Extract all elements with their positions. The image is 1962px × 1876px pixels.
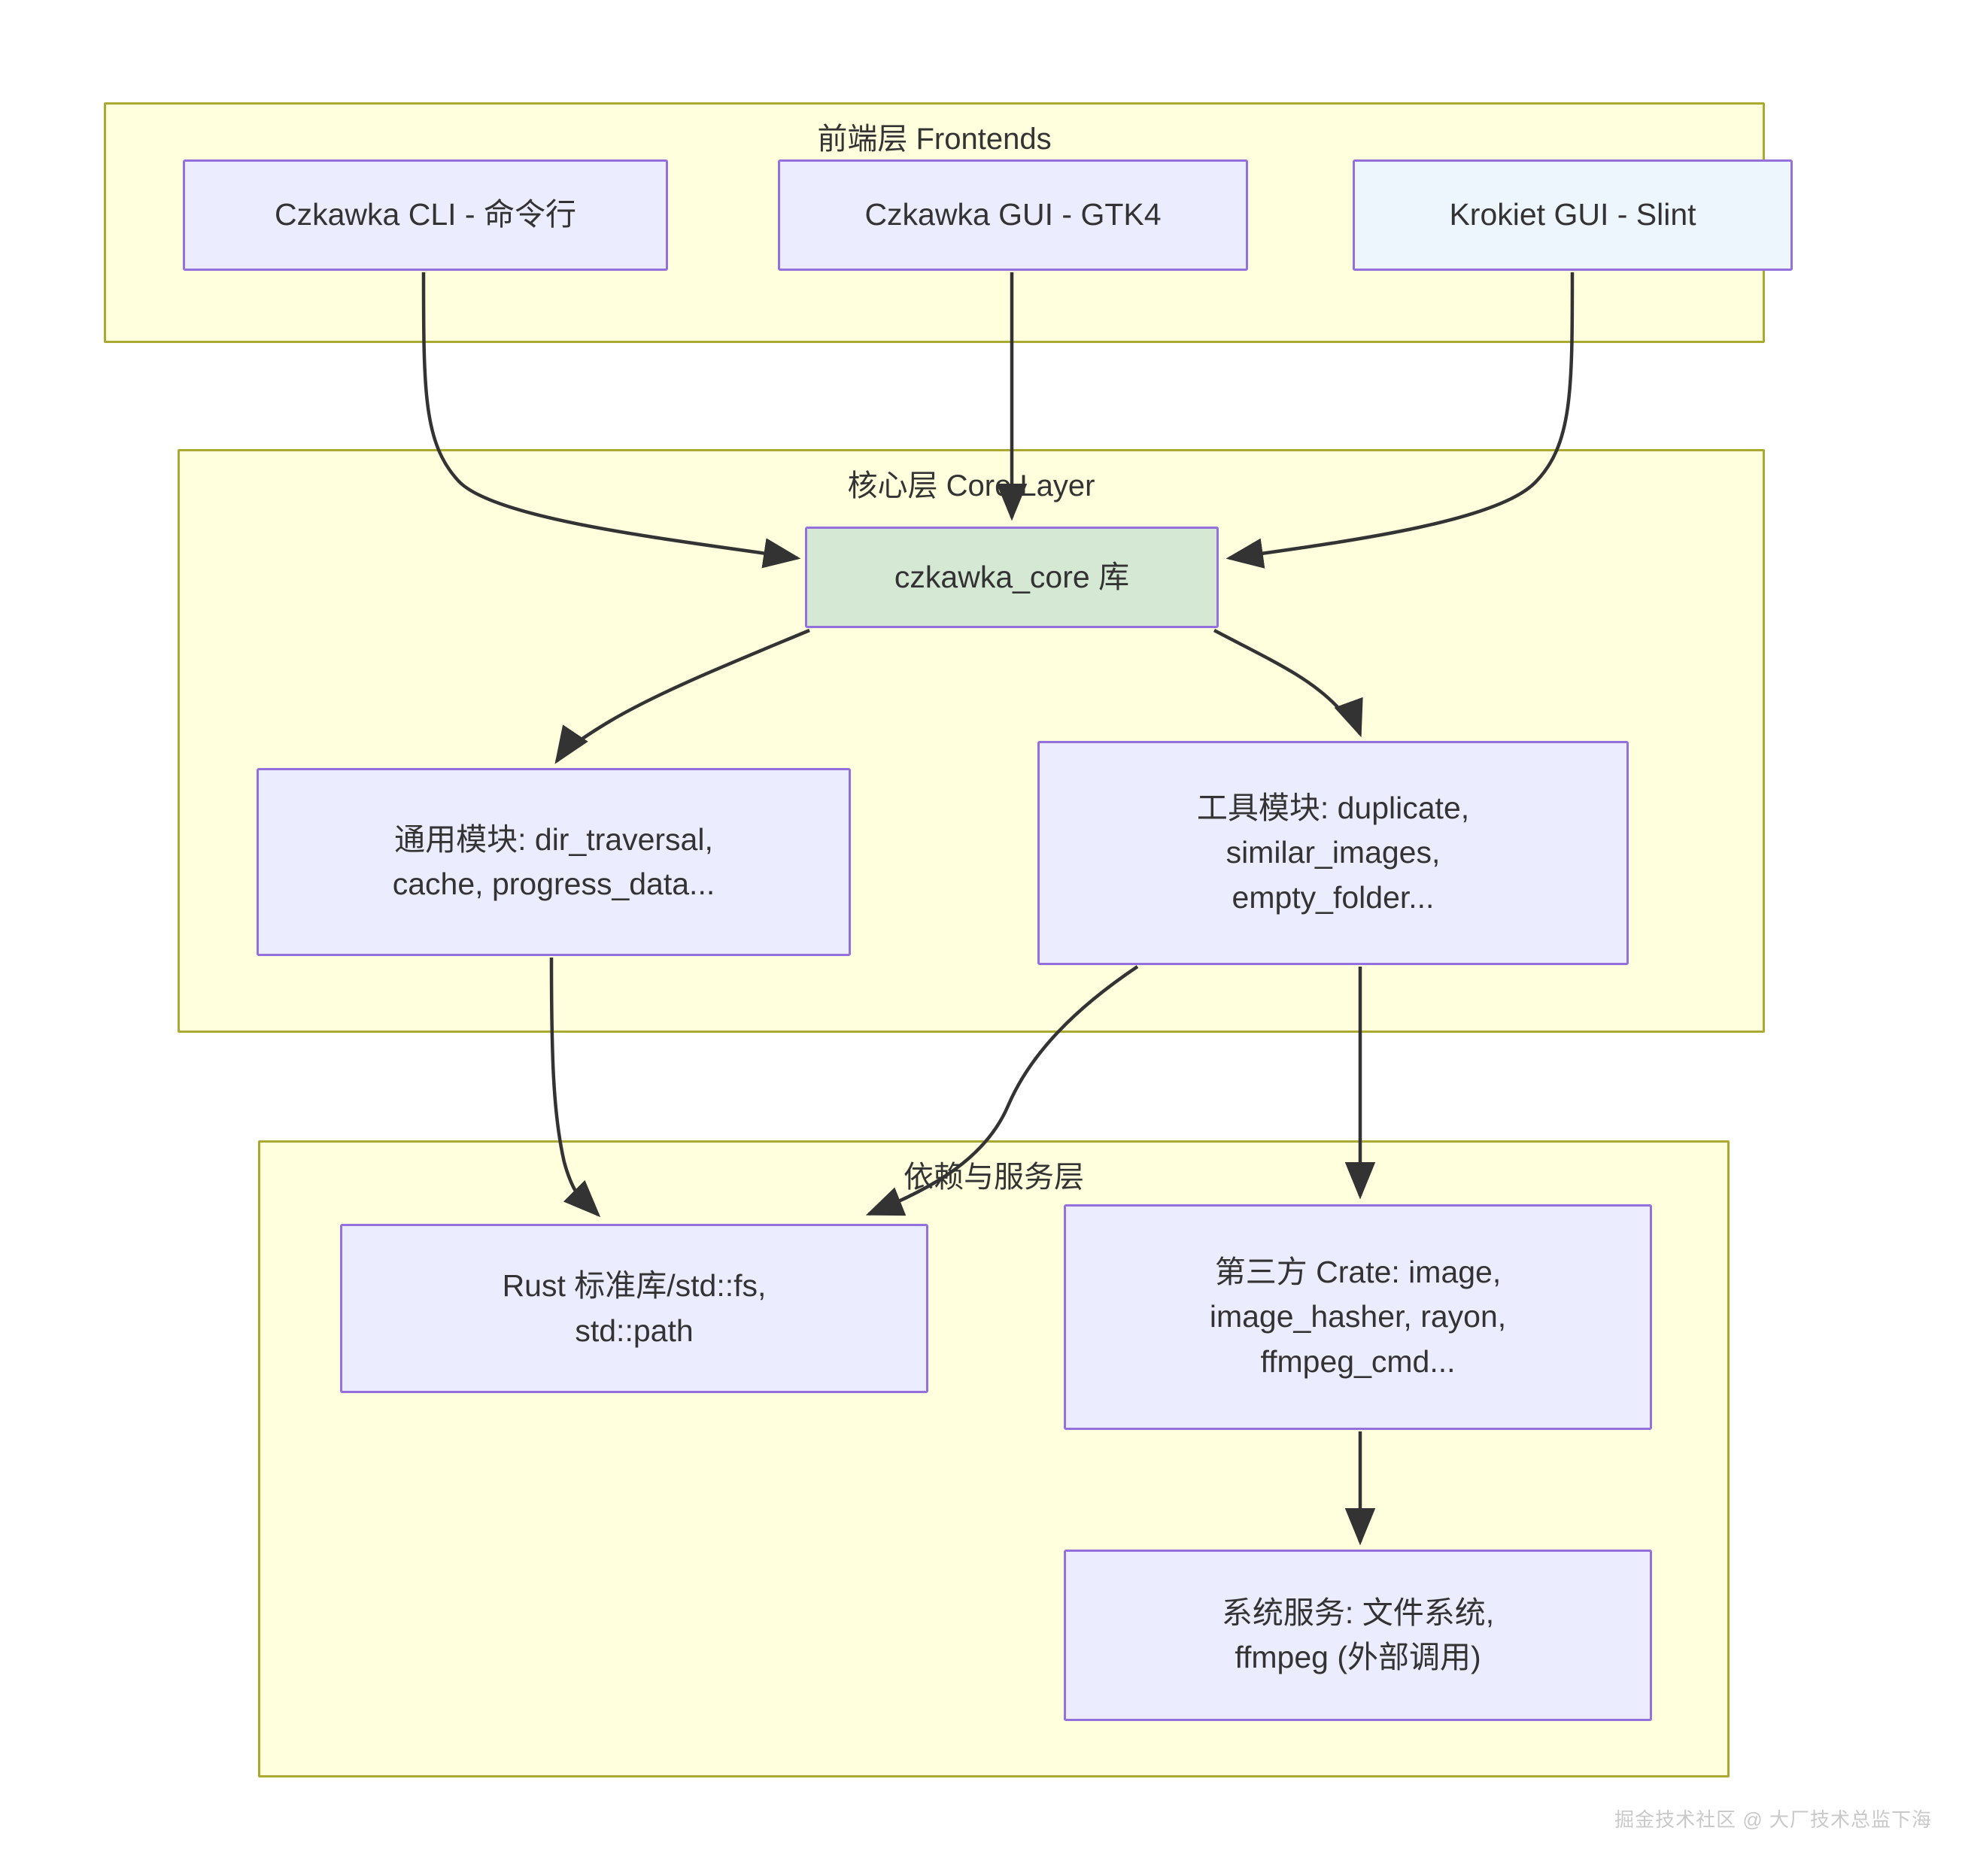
node-rust-std-label: Rust 标准库/std::fs, std::path [502,1268,767,1348]
node-czkawka-core-label: czkawka_core 库 [894,559,1130,594]
node-third-party-crates[interactable]: 第三方 Crate: image, image_hasher, rayon, f… [1064,1204,1652,1430]
node-krokiet-gui-label: Krokiet GUI - Slint [1449,197,1696,232]
node-czkawka-cli-label: Czkawka CLI - 命令行 [275,197,576,232]
node-common-modules[interactable]: 通用模块: dir_traversal, cache, progress_dat… [257,768,851,956]
node-tool-modules[interactable]: 工具模块: duplicate, similar_images, empty_f… [1037,741,1629,965]
cluster-deps-services-title: 依赖与服务层 [904,1161,1084,1194]
node-czkawka-cli[interactable]: Czkawka CLI - 命令行 [183,159,668,271]
node-krokiet-gui[interactable]: Krokiet GUI - Slint [1353,159,1793,271]
node-rust-std[interactable]: Rust 标准库/std::fs, std::path [340,1224,928,1393]
node-czkawka-gui-label: Czkawka GUI - GTK4 [864,197,1162,232]
node-third-party-crates-label: 第三方 Crate: image, image_hasher, rayon, f… [1209,1254,1507,1379]
cluster-frontends-title: 前端层 Frontends [817,123,1052,156]
node-system-services[interactable]: 系统服务: 文件系统, ffmpeg (外部调用) [1064,1550,1652,1721]
watermark: 掘金技术社区 @ 大厂技术总监下海 [1614,1808,1932,1831]
node-czkawka-gui[interactable]: Czkawka GUI - GTK4 [778,159,1248,271]
cluster-core-layer-title: 核心层 Core Layer [847,469,1095,502]
node-tool-modules-label: 工具模块: duplicate, similar_images, empty_f… [1196,790,1470,915]
node-system-services-label: 系统服务: 文件系统, ffmpeg (外部调用) [1221,1595,1495,1674]
node-common-modules-label: 通用模块: dir_traversal, cache, progress_dat… [392,821,715,901]
node-czkawka-core[interactable]: czkawka_core 库 [805,527,1219,628]
